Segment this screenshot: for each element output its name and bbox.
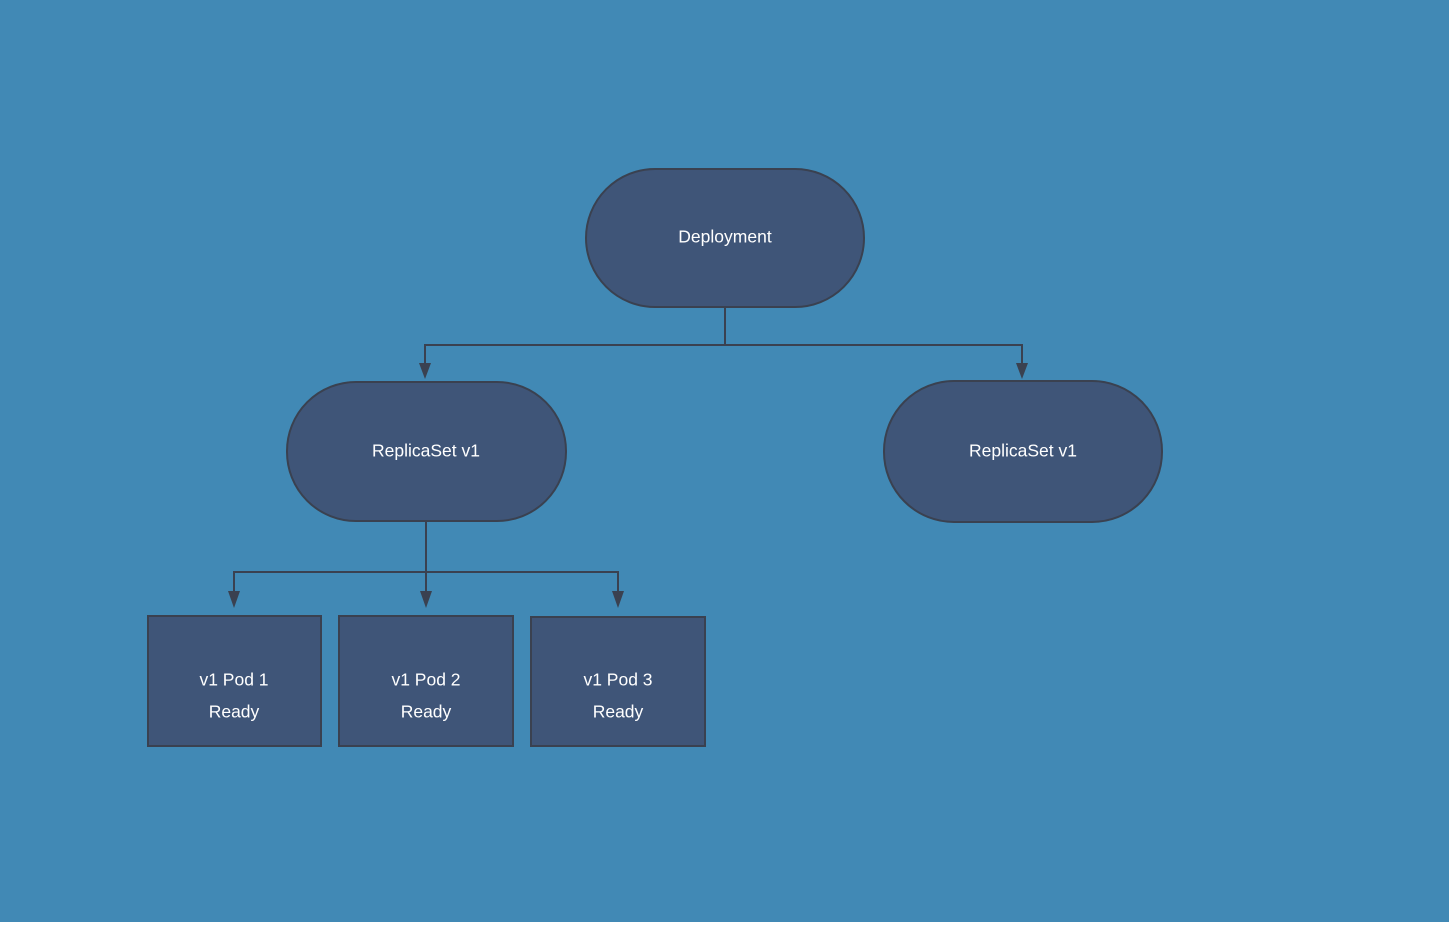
node-replicaset-left-label: ReplicaSet v1: [372, 441, 480, 461]
node-pod-1-shape[interactable]: [147, 615, 322, 747]
node-pod-2-label-name: v1 Pod 2: [391, 670, 460, 690]
edge-deployment-to-replicaset-left: [419, 307, 726, 379]
node-replicaset-right-label: ReplicaSet v1: [969, 441, 1077, 461]
node-replicaset-left-shape[interactable]: [286, 381, 567, 522]
node-pod-2-label-status: Ready: [401, 702, 452, 722]
node-pod-2-shape[interactable]: [338, 615, 514, 747]
node-pod-2[interactable]: v1 Pod 2 Ready: [338, 615, 514, 747]
node-layer: Deployment ReplicaSet v1 ReplicaSet v1 v…: [147, 168, 1163, 747]
edge-replicaset-left-to-pod-3: [425, 521, 624, 608]
arrow-head-icon: [419, 363, 431, 379]
node-replicaset-right[interactable]: ReplicaSet v1: [883, 380, 1163, 523]
arrow-head-icon: [228, 591, 240, 608]
node-pod-3[interactable]: v1 Pod 3 Ready: [530, 616, 706, 747]
node-replicaset-left[interactable]: ReplicaSet v1: [286, 381, 567, 522]
node-pod-3-label-name: v1 Pod 3: [583, 670, 652, 690]
arrow-head-icon: [1016, 363, 1028, 379]
node-replicaset-right-shape[interactable]: [883, 380, 1163, 523]
arrow-head-icon: [420, 591, 432, 608]
node-pod-1-label-name: v1 Pod 1: [199, 670, 268, 690]
node-deployment-shape[interactable]: [585, 168, 865, 308]
arrow-head-icon: [612, 591, 624, 608]
edge-deployment-to-replicaset-right: [724, 307, 1028, 379]
node-pod-1-label-status: Ready: [209, 702, 260, 722]
node-pod-3-shape[interactable]: [530, 616, 706, 747]
node-pod-1[interactable]: v1 Pod 1 Ready: [147, 615, 322, 747]
node-pod-3-label-status: Ready: [593, 702, 644, 722]
edge-layer: [228, 307, 1028, 608]
edge-replicaset-left-to-pod-1: [228, 521, 427, 608]
node-deployment[interactable]: Deployment: [585, 168, 865, 308]
node-deployment-label: Deployment: [678, 227, 772, 247]
